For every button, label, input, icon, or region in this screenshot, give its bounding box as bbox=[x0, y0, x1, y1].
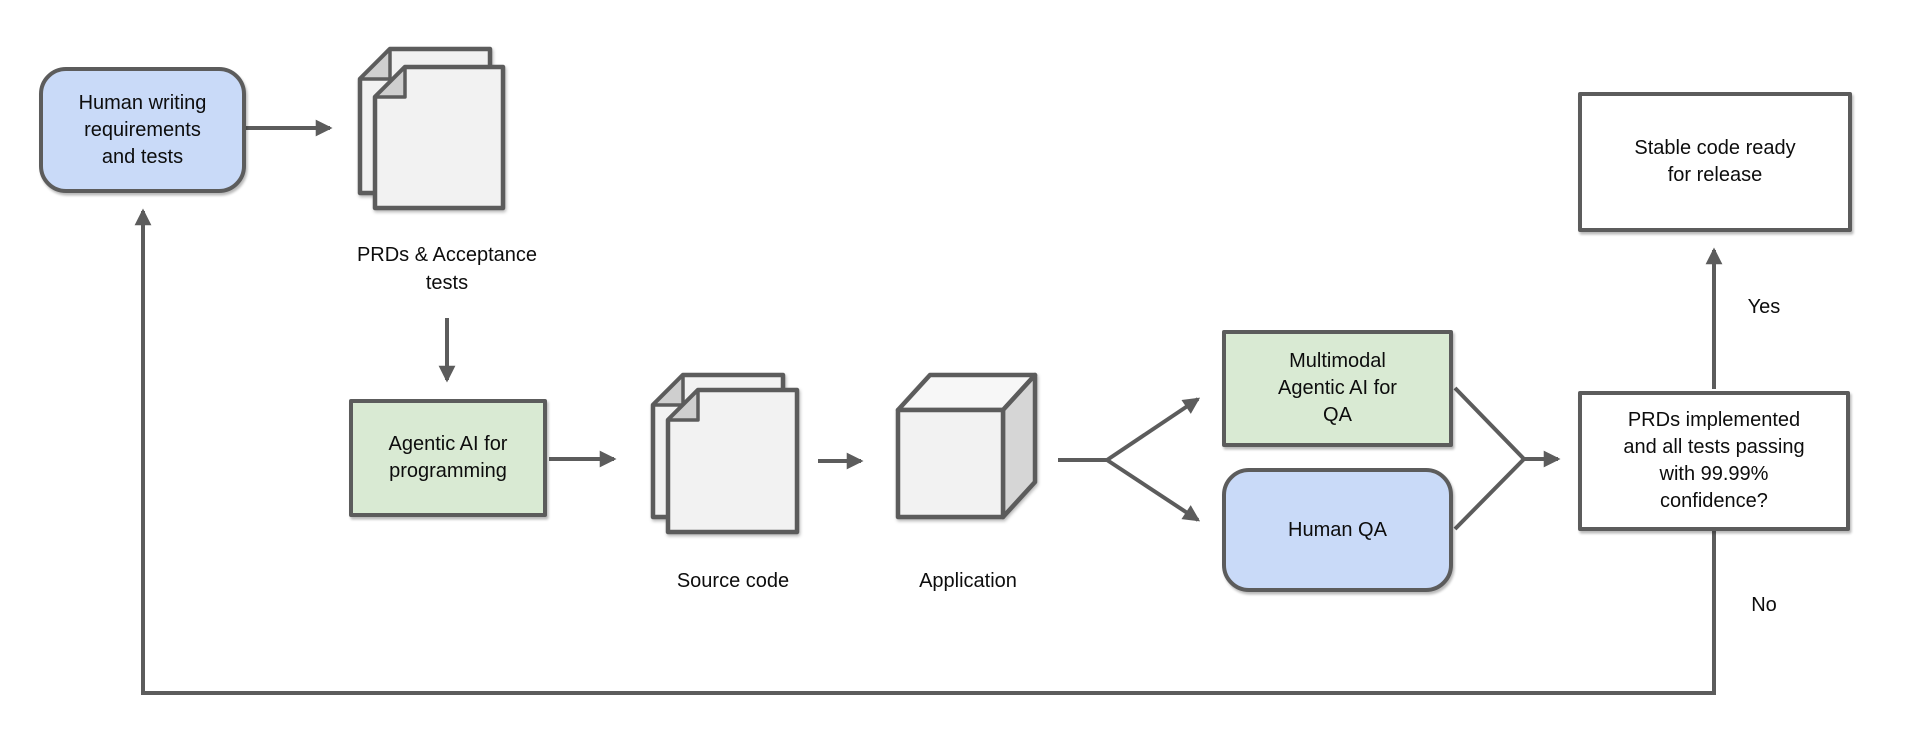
label-application: Application bbox=[919, 570, 1017, 592]
label-no: No bbox=[1751, 594, 1777, 616]
source-code-document-stack-icon bbox=[650, 372, 800, 535]
node-agentic-ai-programming-label: Agentic AI for programming bbox=[388, 433, 508, 482]
node-multimodal-agentic-ai-qa: Multimodal Agentic AI for QA bbox=[1222, 330, 1453, 447]
node-decision-label: PRDs implemented and all tests passing w… bbox=[1623, 409, 1805, 512]
node-human-qa-label: Human QA bbox=[1288, 518, 1387, 541]
arrow-application-to-human-qa bbox=[1105, 458, 1201, 522]
label-source-code: Source code bbox=[676, 570, 790, 592]
node-decision-prds-implemented: PRDs implemented and all tests passing w… bbox=[1578, 391, 1850, 531]
arrow-no-loop-back bbox=[134, 208, 1716, 695]
label-yes: Yes bbox=[1747, 296, 1781, 318]
node-human-qa: Human QA bbox=[1222, 468, 1453, 592]
node-multimodal-agentic-ai-qa-label: Multimodal Agentic AI for QA bbox=[1278, 350, 1397, 426]
prds-document-stack-icon bbox=[357, 46, 506, 211]
line-multimodal-qa-to-junction bbox=[1453, 386, 1526, 461]
application-cube-icon bbox=[895, 372, 1038, 520]
line-human-qa-to-junction bbox=[1453, 457, 1526, 531]
arrow-application-to-multimodal-qa bbox=[1105, 397, 1201, 462]
label-prds-acceptance-tests: PRDs & Acceptance tests bbox=[356, 244, 538, 294]
node-stable-code-release-label: Stable code ready for release bbox=[1634, 137, 1796, 186]
node-stable-code-release: Stable code ready for release bbox=[1578, 92, 1852, 232]
node-human-writing-label: Human writing requirements and tests bbox=[78, 91, 207, 168]
node-human-writing-requirements: Human writing requirements and tests bbox=[39, 67, 246, 193]
node-agentic-ai-programming: Agentic AI for programming bbox=[349, 399, 547, 517]
